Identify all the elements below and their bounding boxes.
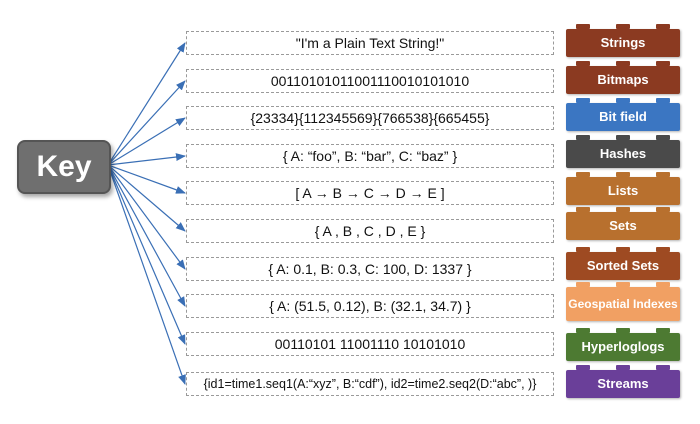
type-block: Geospatial Indexes	[566, 282, 680, 321]
type-block: Bitmaps	[566, 61, 680, 94]
block-stud	[656, 61, 670, 66]
block-stud	[616, 282, 630, 287]
block-stud	[656, 135, 670, 140]
block-stud	[576, 61, 590, 66]
value-row: {id1=time1.seq1(A:“xyz”, B:“cdf”), id2=t…	[186, 372, 554, 396]
block-stud	[656, 24, 670, 29]
value-row: 00110101011001110010101010	[186, 69, 554, 93]
block-stud	[656, 207, 670, 212]
block-stud	[616, 247, 630, 252]
block-stud	[616, 328, 630, 333]
block-stud	[576, 98, 590, 103]
value-text: { A , B , C , D , E }	[314, 223, 426, 239]
key-arrow	[107, 164, 186, 345]
block-stud	[616, 365, 630, 370]
block-stud	[656, 172, 670, 177]
type-label: Sorted Sets	[586, 258, 660, 273]
block-stud	[576, 247, 590, 252]
block-stud	[616, 61, 630, 66]
block-stud	[656, 328, 670, 333]
key-arrow	[107, 164, 186, 232]
type-label: Hashes	[599, 146, 647, 161]
value-text: "I'm a Plain Text String!"	[295, 35, 445, 51]
value-text: 00110101011001110010101010	[270, 73, 470, 89]
type-block: Hashes	[566, 135, 680, 168]
value-text: { A: “foo”, B: “bar”, C: “baz” }	[282, 148, 458, 164]
block-stud	[576, 365, 590, 370]
type-label: Geospatial Indexes	[568, 297, 678, 311]
block-stud	[576, 282, 590, 287]
block-stud	[576, 135, 590, 140]
type-block: Bit field	[566, 98, 680, 131]
key-arrow	[107, 80, 186, 166]
value-row: { A , B , C , D , E }	[186, 219, 554, 243]
block-stud	[576, 172, 590, 177]
value-text: 00110101 11001110 10101010	[274, 336, 466, 352]
value-text: [ A → B → C → D → E ]	[295, 185, 445, 201]
type-block: Lists	[566, 172, 680, 205]
value-row: [ A → B → C → D → E ]	[186, 181, 554, 205]
type-block: Streams	[566, 365, 680, 398]
key-arrow	[107, 164, 186, 307]
block-stud	[576, 207, 590, 212]
type-block: Strings	[566, 24, 680, 57]
value-text: {23334}{112345569}{766538}{665455}	[250, 110, 490, 126]
type-label: Streams	[597, 376, 649, 391]
value-row: {23334}{112345569}{766538}{665455}	[186, 106, 554, 130]
key-box: Key	[17, 140, 111, 194]
value-row: "I'm a Plain Text String!"	[186, 31, 554, 55]
type-block: Sets	[566, 207, 680, 240]
block-stud	[616, 98, 630, 103]
key-arrow	[107, 117, 186, 166]
block-stud	[616, 207, 630, 212]
block-stud	[656, 365, 670, 370]
type-label: Lists	[607, 183, 639, 198]
key-arrow	[107, 42, 186, 166]
value-text: { A: 0.1, B: 0.3, C: 100, D: 1337 }	[268, 261, 472, 277]
key-arrow	[107, 164, 186, 194]
key-label: Key	[36, 150, 92, 183]
type-block: Hyperloglogs	[566, 328, 680, 361]
type-label: Hyperloglogs	[581, 339, 665, 354]
value-row: { A: “foo”, B: “bar”, C: “baz” }	[186, 144, 554, 168]
value-row: { A: (51.5, 0.12), B: (32.1, 34.7) }	[186, 294, 554, 318]
block-stud	[576, 24, 590, 29]
value-text: {id1=time1.seq1(A:“xyz”, B:“cdf”), id2=t…	[203, 377, 537, 391]
type-label: Bit field	[599, 109, 647, 124]
block-stud	[576, 328, 590, 333]
type-label: Strings	[600, 35, 646, 50]
block-stud	[656, 282, 670, 287]
block-stud	[616, 172, 630, 177]
key-arrow	[107, 164, 186, 385]
type-block: Sorted Sets	[566, 247, 680, 280]
type-label: Sets	[609, 218, 637, 233]
type-label: Bitmaps	[597, 72, 649, 87]
key-arrow	[107, 164, 186, 270]
value-row: 00110101 11001110 10101010	[186, 332, 554, 356]
value-row: { A: 0.1, B: 0.3, C: 100, D: 1337 }	[186, 257, 554, 281]
block-stud	[656, 98, 670, 103]
key-arrow	[107, 153, 186, 166]
block-stud	[616, 135, 630, 140]
value-text: { A: (51.5, 0.12), B: (32.1, 34.7) }	[269, 298, 471, 314]
block-stud	[616, 24, 630, 29]
block-stud	[656, 247, 670, 252]
